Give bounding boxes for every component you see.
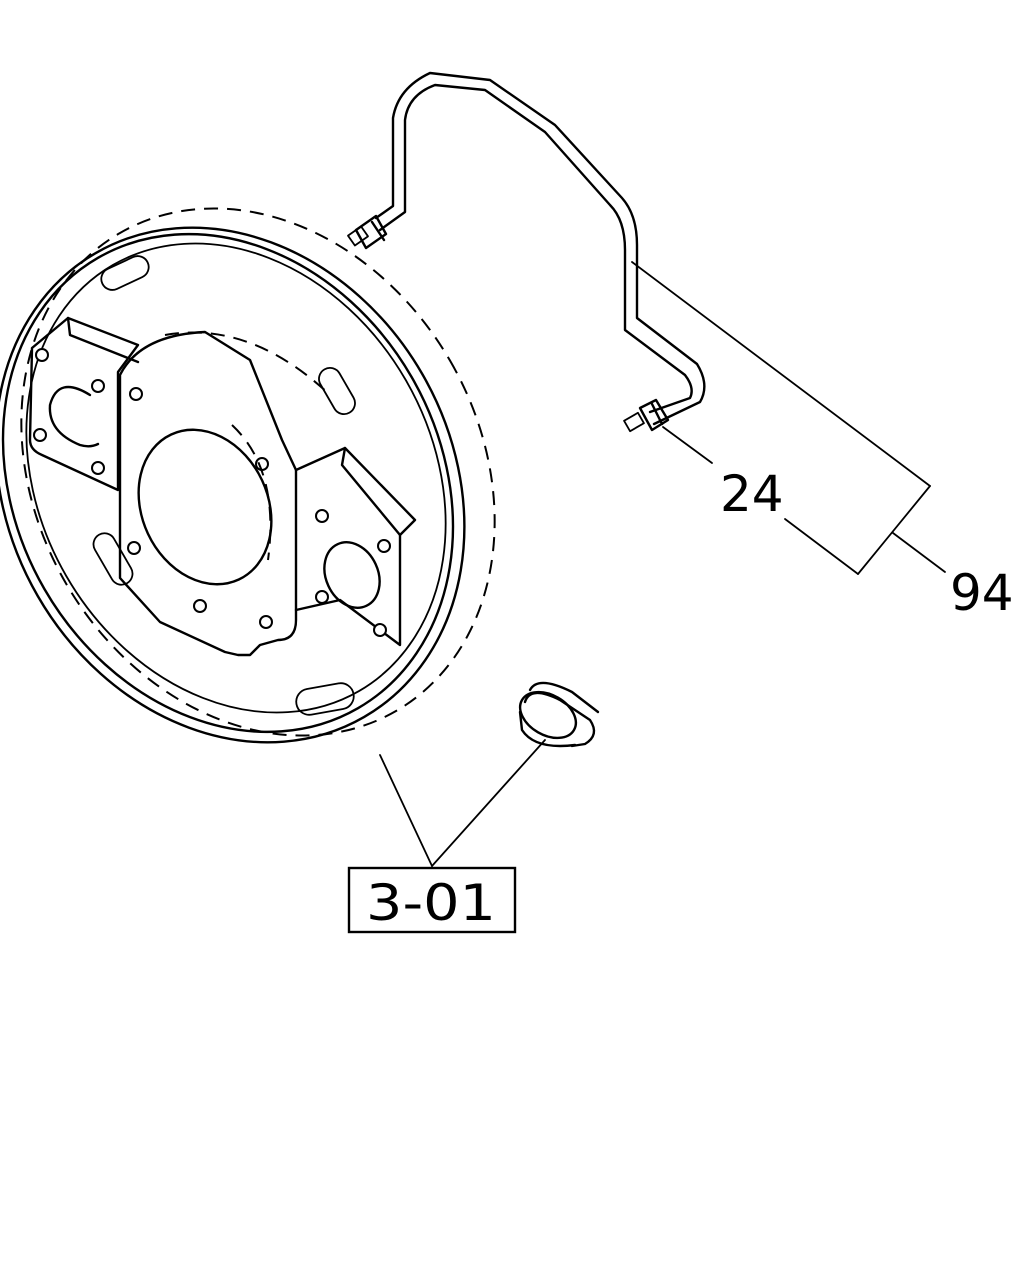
grommet-plug [518,681,600,748]
callout-3-01-box: 3-01 [347,866,517,934]
leader-lines [379,261,946,867]
callout-94: 94 [950,564,1014,622]
callout-24: 24 [720,465,784,523]
brake-pipe [347,71,706,433]
callout-3-01: 3-01 [366,874,496,932]
brake-backing-plate [0,207,496,744]
